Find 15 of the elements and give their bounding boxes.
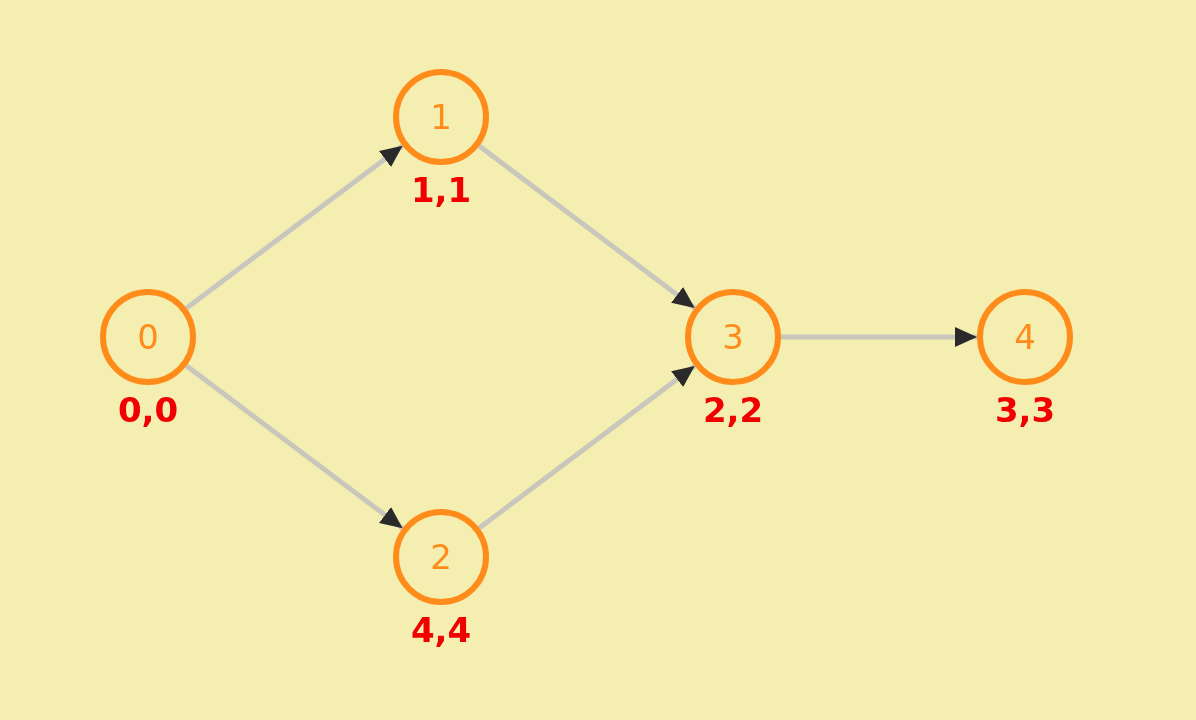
node-label: 1,1 <box>410 173 472 207</box>
arrow <box>781 327 977 347</box>
node-number: 0 <box>137 320 159 354</box>
node-number: 2 <box>430 540 452 574</box>
node-number: 4 <box>1014 320 1036 354</box>
node-label: 2,2 <box>702 393 764 427</box>
node-label: 0,0 <box>117 393 179 427</box>
arrow <box>184 143 405 311</box>
node-number: 3 <box>722 320 744 354</box>
node-label: 4,4 <box>410 613 472 647</box>
node-number: 1 <box>430 100 452 134</box>
node-label: 3,3 <box>994 393 1056 427</box>
arrow <box>477 143 697 311</box>
arrow <box>184 363 405 531</box>
arrow <box>477 363 697 531</box>
